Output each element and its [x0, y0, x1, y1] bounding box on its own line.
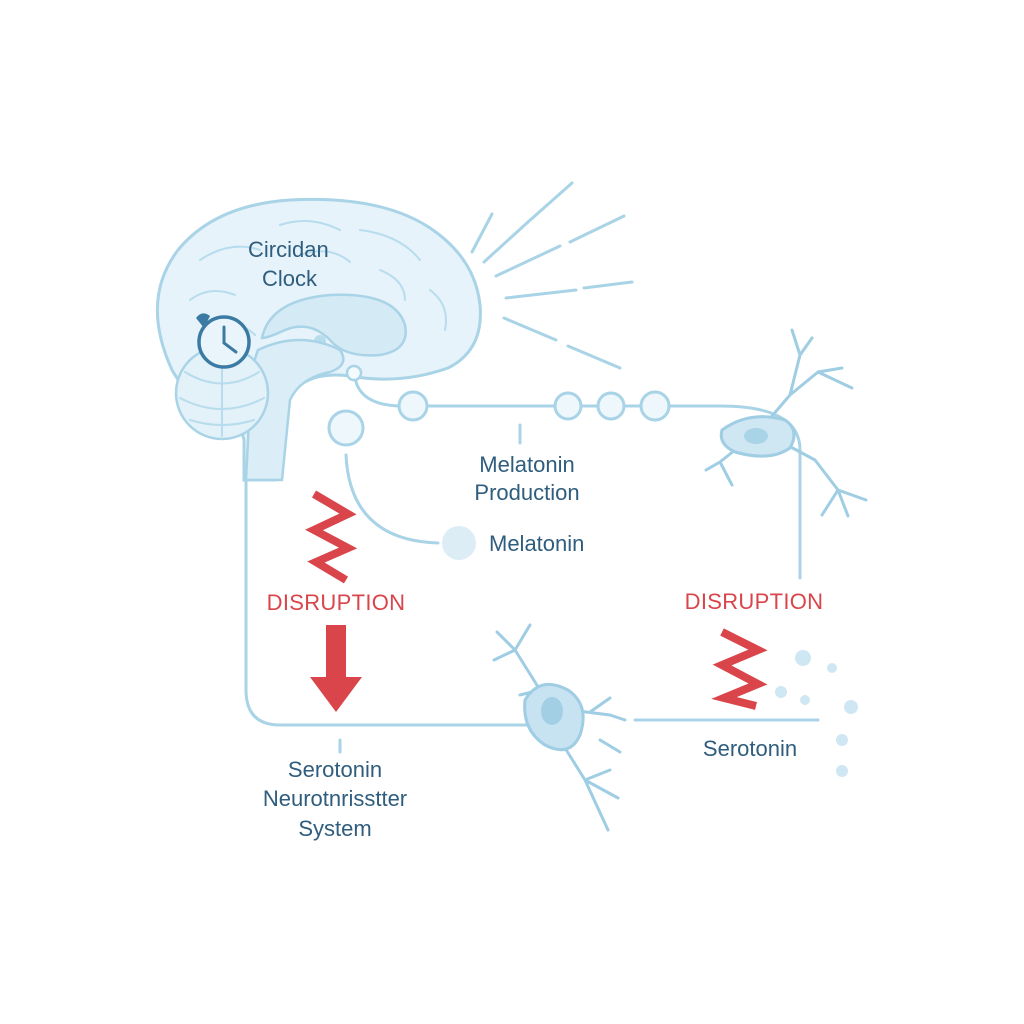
- zigzag-icon-left: [305, 490, 358, 584]
- melatonin-production-label-2: Production: [474, 480, 579, 505]
- circadian-clock-label-1: Circidan: [248, 237, 329, 262]
- circadian-clock-label-2: Clock: [262, 266, 318, 291]
- neuron-icon-bottom: [492, 623, 627, 832]
- light-rays-icon: [470, 181, 634, 370]
- neuron-icon-top: [704, 328, 868, 518]
- melatonin-label: Melatonin: [489, 531, 584, 556]
- serotonin-system-label-1: Serotonin: [288, 757, 382, 782]
- brain-icon: [155, 197, 482, 482]
- serotonin-dots: [775, 650, 858, 777]
- disruption-label-left: DISRUPTION: [267, 590, 406, 615]
- serotonin-label: Serotonin: [703, 736, 797, 761]
- melatonin-bubble: [442, 526, 476, 560]
- serotonin-system-label-2: Neurotnrisstter: [263, 786, 407, 811]
- arrow-down-icon: [310, 625, 362, 712]
- melatonin-production-label-1: Melatonin: [479, 452, 574, 477]
- clock-icon: [196, 313, 251, 369]
- disruption-label-right: DISRUPTION: [685, 589, 824, 614]
- melatonin-beads: [327, 390, 671, 447]
- serotonin-system-label-3: System: [298, 816, 371, 841]
- zigzag-icon-right: [711, 628, 768, 710]
